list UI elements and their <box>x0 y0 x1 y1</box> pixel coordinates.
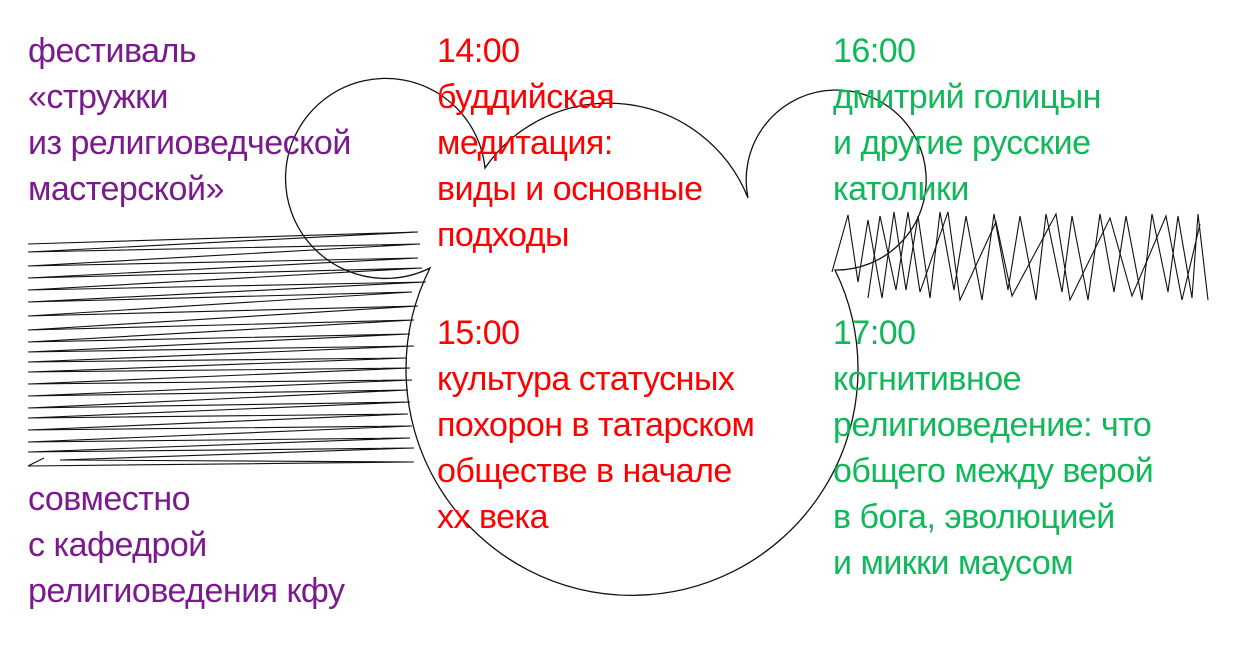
festival-title-line: мастерской» <box>28 170 224 208</box>
left-scribble-lines <box>27 231 427 467</box>
event-title-line: виды и основные <box>437 170 703 208</box>
schedule-item-1600: 16:00 дмитрий голицын и другие русские к… <box>833 28 1101 212</box>
partner-note: совместно с кафедрой религиоведения кфу <box>28 476 345 614</box>
event-title-line: дмитрий голицын <box>833 78 1101 116</box>
event-title-line: религиоведение: что <box>833 406 1152 444</box>
partner-note-line: с кафедрой <box>28 526 207 564</box>
event-title-line: в бога, эволюцией <box>833 498 1115 536</box>
event-title-line: буддийская <box>437 78 615 116</box>
right-zigzag-lines <box>831 211 1209 301</box>
event-title-line: общего между верой <box>833 452 1154 490</box>
event-title-line: медитация: <box>437 124 613 162</box>
event-time: 17:00 <box>833 314 916 352</box>
event-title-line: и микки маусом <box>833 544 1074 582</box>
event-title-line: подходы <box>437 216 569 254</box>
festival-title-line: из религиоведческой <box>28 124 351 162</box>
event-title-line: и другие русские <box>833 124 1091 162</box>
festival-title: фестиваль «стружки из религиоведческой м… <box>28 28 351 212</box>
partner-note-line: религиоведения кфу <box>28 572 345 610</box>
event-title-line: обществе в начале <box>437 452 732 490</box>
right-zigzag-lines-extra <box>867 211 1201 302</box>
event-title-line: хх века <box>437 498 549 536</box>
event-title-line: похорон в татарском <box>437 406 755 444</box>
event-time: 16:00 <box>833 32 916 70</box>
event-title-line: католики <box>833 170 969 208</box>
schedule-item-1700: 17:00 когнитивное религиоведение: что об… <box>833 310 1154 586</box>
partner-note-line: совместно <box>28 480 191 518</box>
schedule-item-1500: 15:00 культура статусных похорон в татар… <box>437 310 755 540</box>
event-title-line: когнитивное <box>833 360 1022 398</box>
schedule-item-1400: 14:00 буддийская медитация: виды и основ… <box>437 28 703 258</box>
festival-title-line: «стружки <box>28 78 169 116</box>
event-time: 14:00 <box>437 32 520 70</box>
festival-title-line: фестиваль <box>28 32 197 70</box>
event-time: 15:00 <box>437 314 520 352</box>
event-title-line: культура статусных <box>437 360 735 398</box>
